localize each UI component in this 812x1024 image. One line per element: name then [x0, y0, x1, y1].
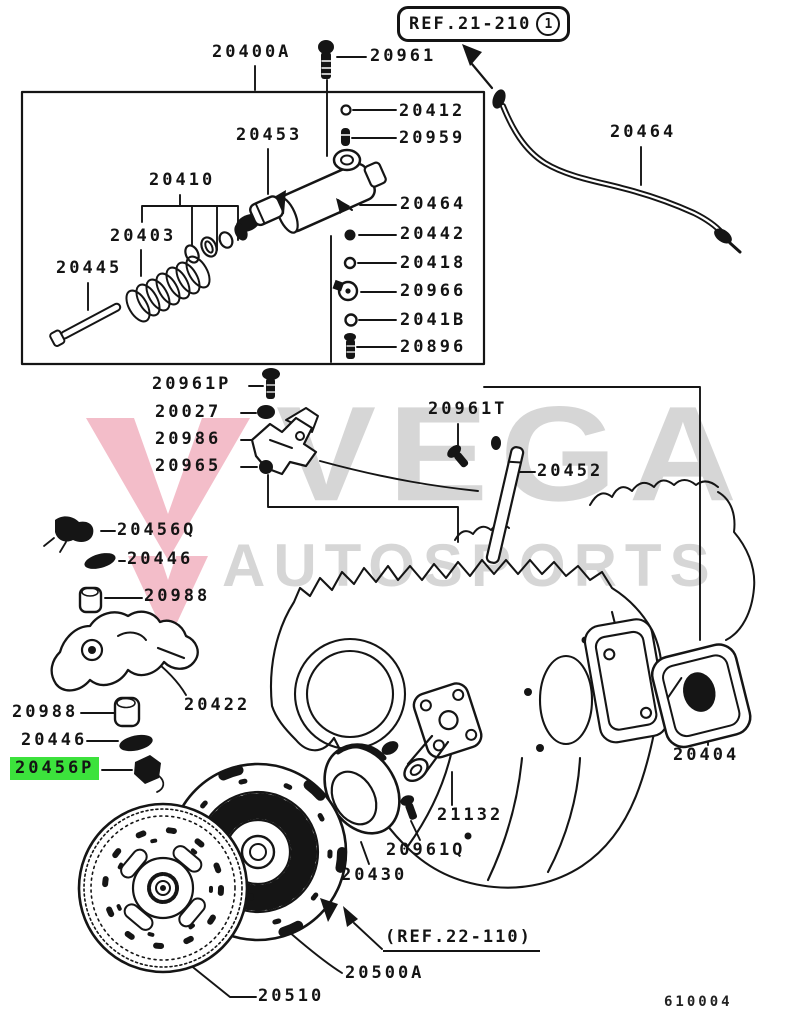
part-label-20988: 20988 — [144, 586, 211, 606]
part-label-20446: 20446 — [127, 549, 194, 569]
part-label-20961T: 20961T — [428, 399, 508, 419]
part-label-20896: 20896 — [400, 337, 467, 357]
clutch-tube-drawing — [500, 103, 742, 254]
grommet-20965-icon — [259, 460, 273, 474]
bolt-20961P-drawing — [262, 368, 280, 399]
release-fork-drawing — [50, 610, 199, 692]
grommet-20027-icon — [257, 405, 275, 419]
bolt-20961-drawing — [318, 40, 334, 79]
bolt-20456P-drawing — [134, 755, 165, 793]
watermark-sub-text: AUTOSPORTS — [222, 532, 718, 599]
part-label-20445: 20445 — [56, 258, 123, 278]
part-label-20965: 20965 — [155, 456, 222, 476]
part-label-20961: 20961 — [370, 46, 437, 66]
part-label-20510: 20510 — [258, 986, 325, 1006]
kit-outline-box — [20, 90, 486, 366]
clip-20456Q-drawing — [43, 516, 94, 553]
vega-v-logo-small-icon — [128, 556, 208, 642]
part-label-20961Q: 20961Q — [386, 840, 466, 860]
bolt-20961Q-drawing — [400, 795, 418, 820]
pushrod-drawing — [49, 302, 122, 347]
part-label-20453: 20453 — [236, 125, 303, 145]
ref-box-21-210: REF.21-210 1 — [397, 6, 571, 42]
part-label-20410: 20410 — [149, 170, 216, 190]
part-label-20412: 20412 — [399, 101, 466, 121]
part-label-20446: 20446 — [21, 730, 88, 750]
part-label-20464: 20464 — [610, 122, 677, 142]
drawing-number: 610004 — [664, 994, 733, 1010]
part-label-2041B: 2041B — [400, 310, 467, 330]
part-label-20422: 20422 — [184, 695, 251, 715]
bushing-20988-drawing — [78, 586, 103, 614]
part-label-20966: 20966 — [400, 281, 467, 301]
part-label-20456Q: 20456Q — [117, 520, 197, 540]
part-label-20400A: 20400A — [212, 42, 292, 62]
part-label-20986: 20986 — [155, 429, 222, 449]
part-label-20988: 20988 — [12, 702, 79, 722]
part-label-20418: 20418 — [400, 253, 467, 273]
ref-22-110-arrow-icon — [320, 898, 358, 927]
ref-label-22-110: (REF.22-110) — [383, 927, 540, 952]
flange-21132-drawing — [403, 682, 483, 783]
piston-drawing — [249, 195, 284, 227]
part-label-20403: 20403 — [110, 226, 177, 246]
part-label-20456P[interactable]: 20456P — [10, 757, 100, 780]
pin-20446-icon — [84, 553, 116, 569]
part-label-20404: 20404 — [673, 745, 740, 765]
cover-bolt-icon — [246, 893, 254, 901]
part-label-20452: 20452 — [537, 461, 604, 481]
part-label-20959: 20959 — [399, 128, 466, 148]
rod-20452-drawing — [485, 436, 525, 564]
part-label-20500A: 20500A — [345, 963, 425, 983]
spring-drawing — [125, 255, 211, 323]
bolt-20961T-drawing — [447, 444, 469, 468]
ref-box-label: REF.21-210 — [409, 14, 532, 34]
hardware-column-icons — [332, 104, 359, 359]
seal-kit-parts — [184, 223, 248, 264]
part-label-21132: 21132 — [437, 805, 504, 825]
part-label-20464: 20464 — [400, 194, 467, 214]
vega-v-logo-icon — [86, 418, 250, 560]
part-label-20430: 20430 — [341, 865, 408, 885]
part-label-20961P: 20961P — [152, 374, 232, 394]
bushing-20988-2-drawing — [113, 696, 141, 728]
bracket-20986-drawing — [250, 407, 319, 476]
clutch-disc-drawing — [77, 802, 249, 974]
side-cover-20404-drawing — [650, 643, 752, 749]
part-label-20027: 20027 — [155, 402, 222, 422]
part-label-20442: 20442 — [400, 224, 467, 244]
pin-20446-2-icon — [119, 734, 153, 752]
ref-callout-circle: 1 — [536, 12, 561, 36]
transmission-housing-drawing — [269, 558, 669, 889]
